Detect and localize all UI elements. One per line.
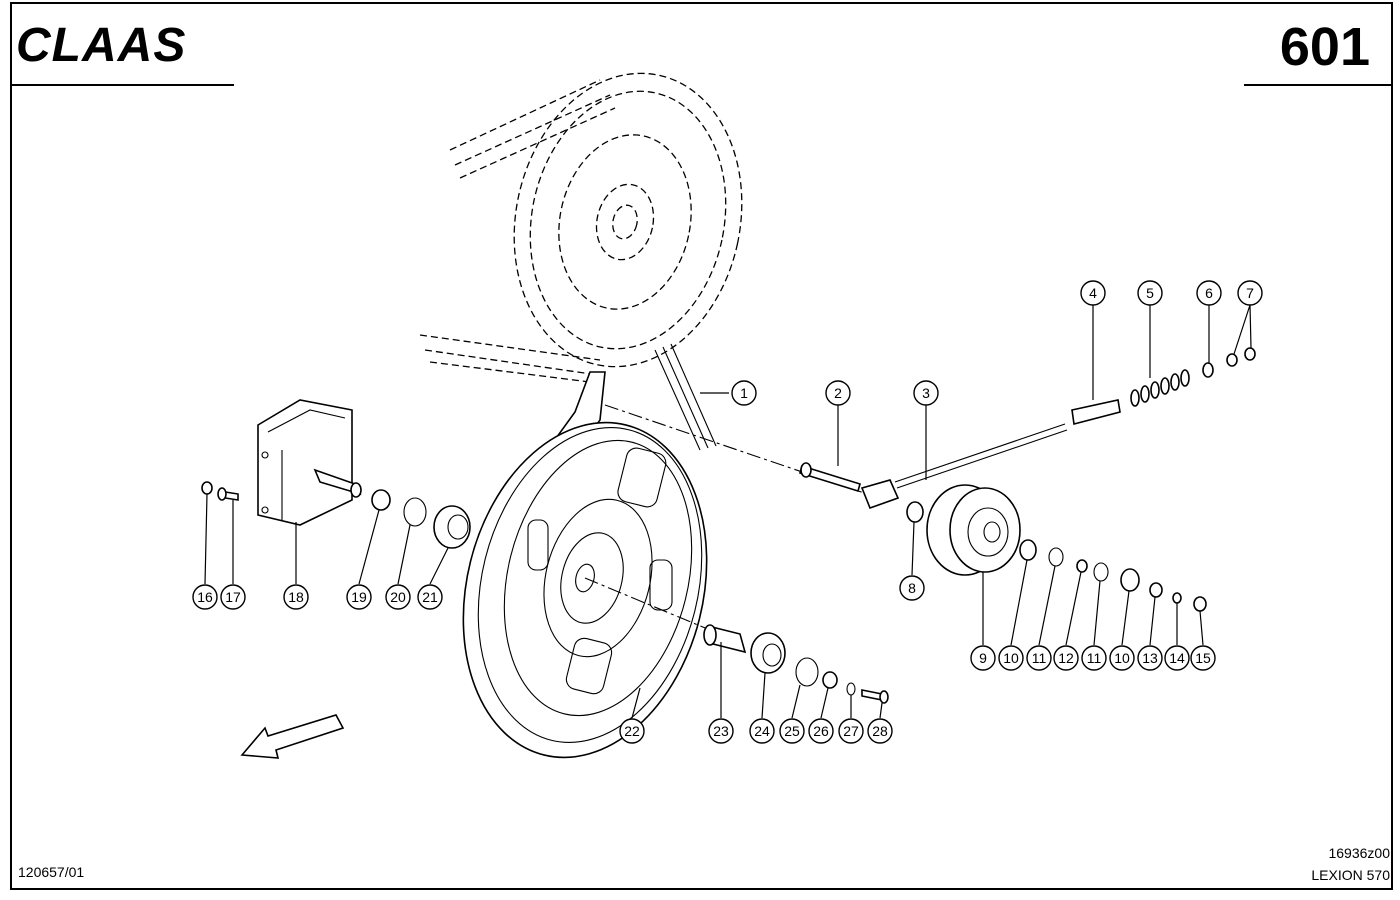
- callout: 25: [779, 718, 805, 744]
- callout: 21: [417, 584, 443, 610]
- document-reference: 120657/01: [18, 864, 85, 880]
- callout: 15: [1190, 645, 1216, 671]
- callout: 2: [825, 380, 851, 406]
- callout: 24: [749, 718, 775, 744]
- centre-line-lower: [584, 577, 711, 631]
- svg-text:10: 10: [1003, 650, 1019, 666]
- svg-text:25: 25: [784, 723, 800, 739]
- header-rule-right: [1244, 84, 1393, 86]
- svg-text:15: 15: [1195, 650, 1211, 666]
- svg-text:1: 1: [740, 385, 748, 401]
- callout: 18: [283, 584, 309, 610]
- svg-text:28: 28: [872, 723, 888, 739]
- bearing-21: [433, 505, 471, 549]
- callout: 14: [1164, 645, 1190, 671]
- callout: 6: [1196, 280, 1222, 306]
- callout: 27: [838, 718, 864, 744]
- callout: 9: [970, 645, 996, 671]
- direction-arrow: [240, 714, 345, 759]
- svg-text:8: 8: [908, 580, 916, 596]
- callout: 12: [1053, 645, 1079, 671]
- callout: 8: [899, 575, 925, 601]
- svg-text:23: 23: [713, 723, 729, 739]
- callout: 10: [1109, 645, 1135, 671]
- callout: 23: [708, 718, 734, 744]
- svg-text:24: 24: [754, 723, 770, 739]
- callout: 19: [346, 584, 372, 610]
- callout: 7: [1237, 280, 1263, 306]
- circlip-20: [403, 497, 427, 527]
- svg-text:13: 13: [1142, 650, 1158, 666]
- svg-text:17: 17: [225, 589, 241, 605]
- header-rule-left: [10, 84, 234, 86]
- svg-text:14: 14: [1169, 650, 1185, 666]
- svg-text:9: 9: [979, 650, 987, 666]
- svg-text:22: 22: [624, 723, 640, 739]
- callout: 13: [1137, 645, 1163, 671]
- idler-pulley-assembly: [906, 484, 1207, 612]
- callout: 22: [619, 718, 645, 744]
- brand-logo: CLAAS: [16, 18, 186, 73]
- svg-text:4: 4: [1089, 285, 1097, 301]
- callout: 11: [1026, 645, 1052, 671]
- bearing-21-inner: [447, 514, 469, 540]
- svg-text:7: 7: [1246, 285, 1254, 301]
- tensioner-rod-assembly: [799, 347, 1256, 510]
- svg-text:6: 6: [1205, 285, 1213, 301]
- callout: 10: [998, 645, 1024, 671]
- svg-text:5: 5: [1146, 285, 1154, 301]
- drawing-frame: [10, 2, 1393, 890]
- svg-text:16: 16: [197, 589, 213, 605]
- svg-text:20: 20: [390, 589, 406, 605]
- callout: 4: [1080, 280, 1106, 306]
- pulley-shaft-parts: [703, 624, 889, 704]
- svg-text:27: 27: [843, 723, 859, 739]
- svg-text:11: 11: [1032, 650, 1047, 666]
- callout: 3: [913, 380, 939, 406]
- callout: 5: [1137, 280, 1163, 306]
- main-pulley: [462, 421, 708, 759]
- callout: 20: [385, 584, 411, 610]
- callout: 11: [1081, 645, 1107, 671]
- bushing-19: [371, 489, 391, 511]
- callout: 28: [867, 718, 893, 744]
- svg-text:3: 3: [922, 385, 930, 401]
- callout: 1: [731, 380, 757, 406]
- washer-16: [201, 481, 213, 495]
- page-number: 601: [1279, 17, 1370, 77]
- svg-text:19: 19: [351, 589, 367, 605]
- drawing-number: 16936z00: [1328, 845, 1390, 861]
- svg-text:26: 26: [813, 723, 829, 739]
- svg-text:10: 10: [1114, 650, 1130, 666]
- callout: 26: [808, 718, 834, 744]
- svg-text:11: 11: [1087, 650, 1102, 666]
- svg-text:12: 12: [1058, 650, 1074, 666]
- svg-text:21: 21: [422, 589, 438, 605]
- brand-logo-text: CLAAS: [16, 19, 187, 72]
- machine-model: LEXION 570: [1311, 867, 1390, 883]
- svg-text:18: 18: [288, 589, 304, 605]
- bracket-assembly: [257, 399, 362, 526]
- callout: 17: [220, 584, 246, 610]
- leader-lines: [204, 304, 1252, 719]
- svg-text:2: 2: [834, 385, 842, 401]
- bolt-head-17: [217, 487, 227, 501]
- upper-pulley-dashed: [419, 72, 743, 383]
- callout: 16: [192, 584, 218, 610]
